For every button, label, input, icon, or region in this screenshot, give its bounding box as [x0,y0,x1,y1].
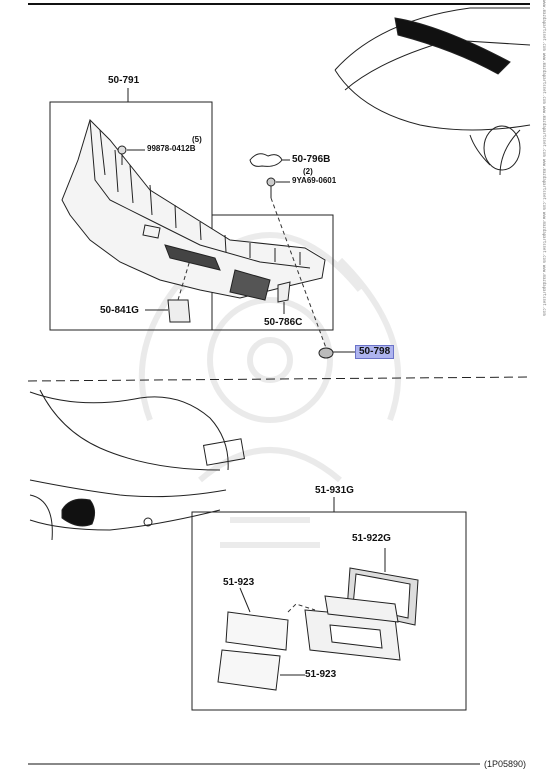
label-highlighted-part[interactable]: 50-798 [355,345,395,359]
label-screw: 99878-0412B [147,144,196,153]
car-rear-illustration [29,389,246,541]
edge-watermark-strip: www.mazdapartsnet.com www.mazdapartsnet.… [542,0,547,316]
cowl-seal-part [277,281,291,314]
seal-cap-part [249,153,290,167]
label-screw-qty: (5) [192,135,202,144]
label-clip: 9YA69-0601 [292,176,337,185]
lamp-housing-part [304,595,401,661]
label-lens-bottom: 51-923 [305,669,337,680]
label-lens-top: 51-923 [223,577,255,588]
label-lamp-gasket: 51-922G [352,533,391,544]
label-bracket: 50-841G [100,305,139,316]
watermark-emblem [138,232,402,548]
lamp-dashed-leader [287,603,316,613]
cowl-assembly-box-ext [212,214,334,331]
dashed-leaders [177,197,327,349]
lens-top-part [225,587,289,651]
label-seal-cap: 50-796B [292,154,331,165]
label-cowl-seal: 50-786C [264,317,303,328]
lamp-assembly-box [191,511,467,711]
clip-part [266,177,290,198]
bracket-part [145,299,191,323]
lens-bottom-part [217,649,305,691]
cowl-grille-drawing [61,119,326,301]
label-cowl-assembly: 50-791 [108,75,140,86]
highlighted-fastener-part [318,347,355,359]
label-lamp-assembly: 51-931G [315,485,354,496]
label-clip-qty: (2) [303,167,313,176]
cowl-assembly-box [49,101,213,331]
footer-code: (1P05890) [484,759,527,769]
car-front-illustration [334,7,531,176]
screw-part [117,145,145,165]
